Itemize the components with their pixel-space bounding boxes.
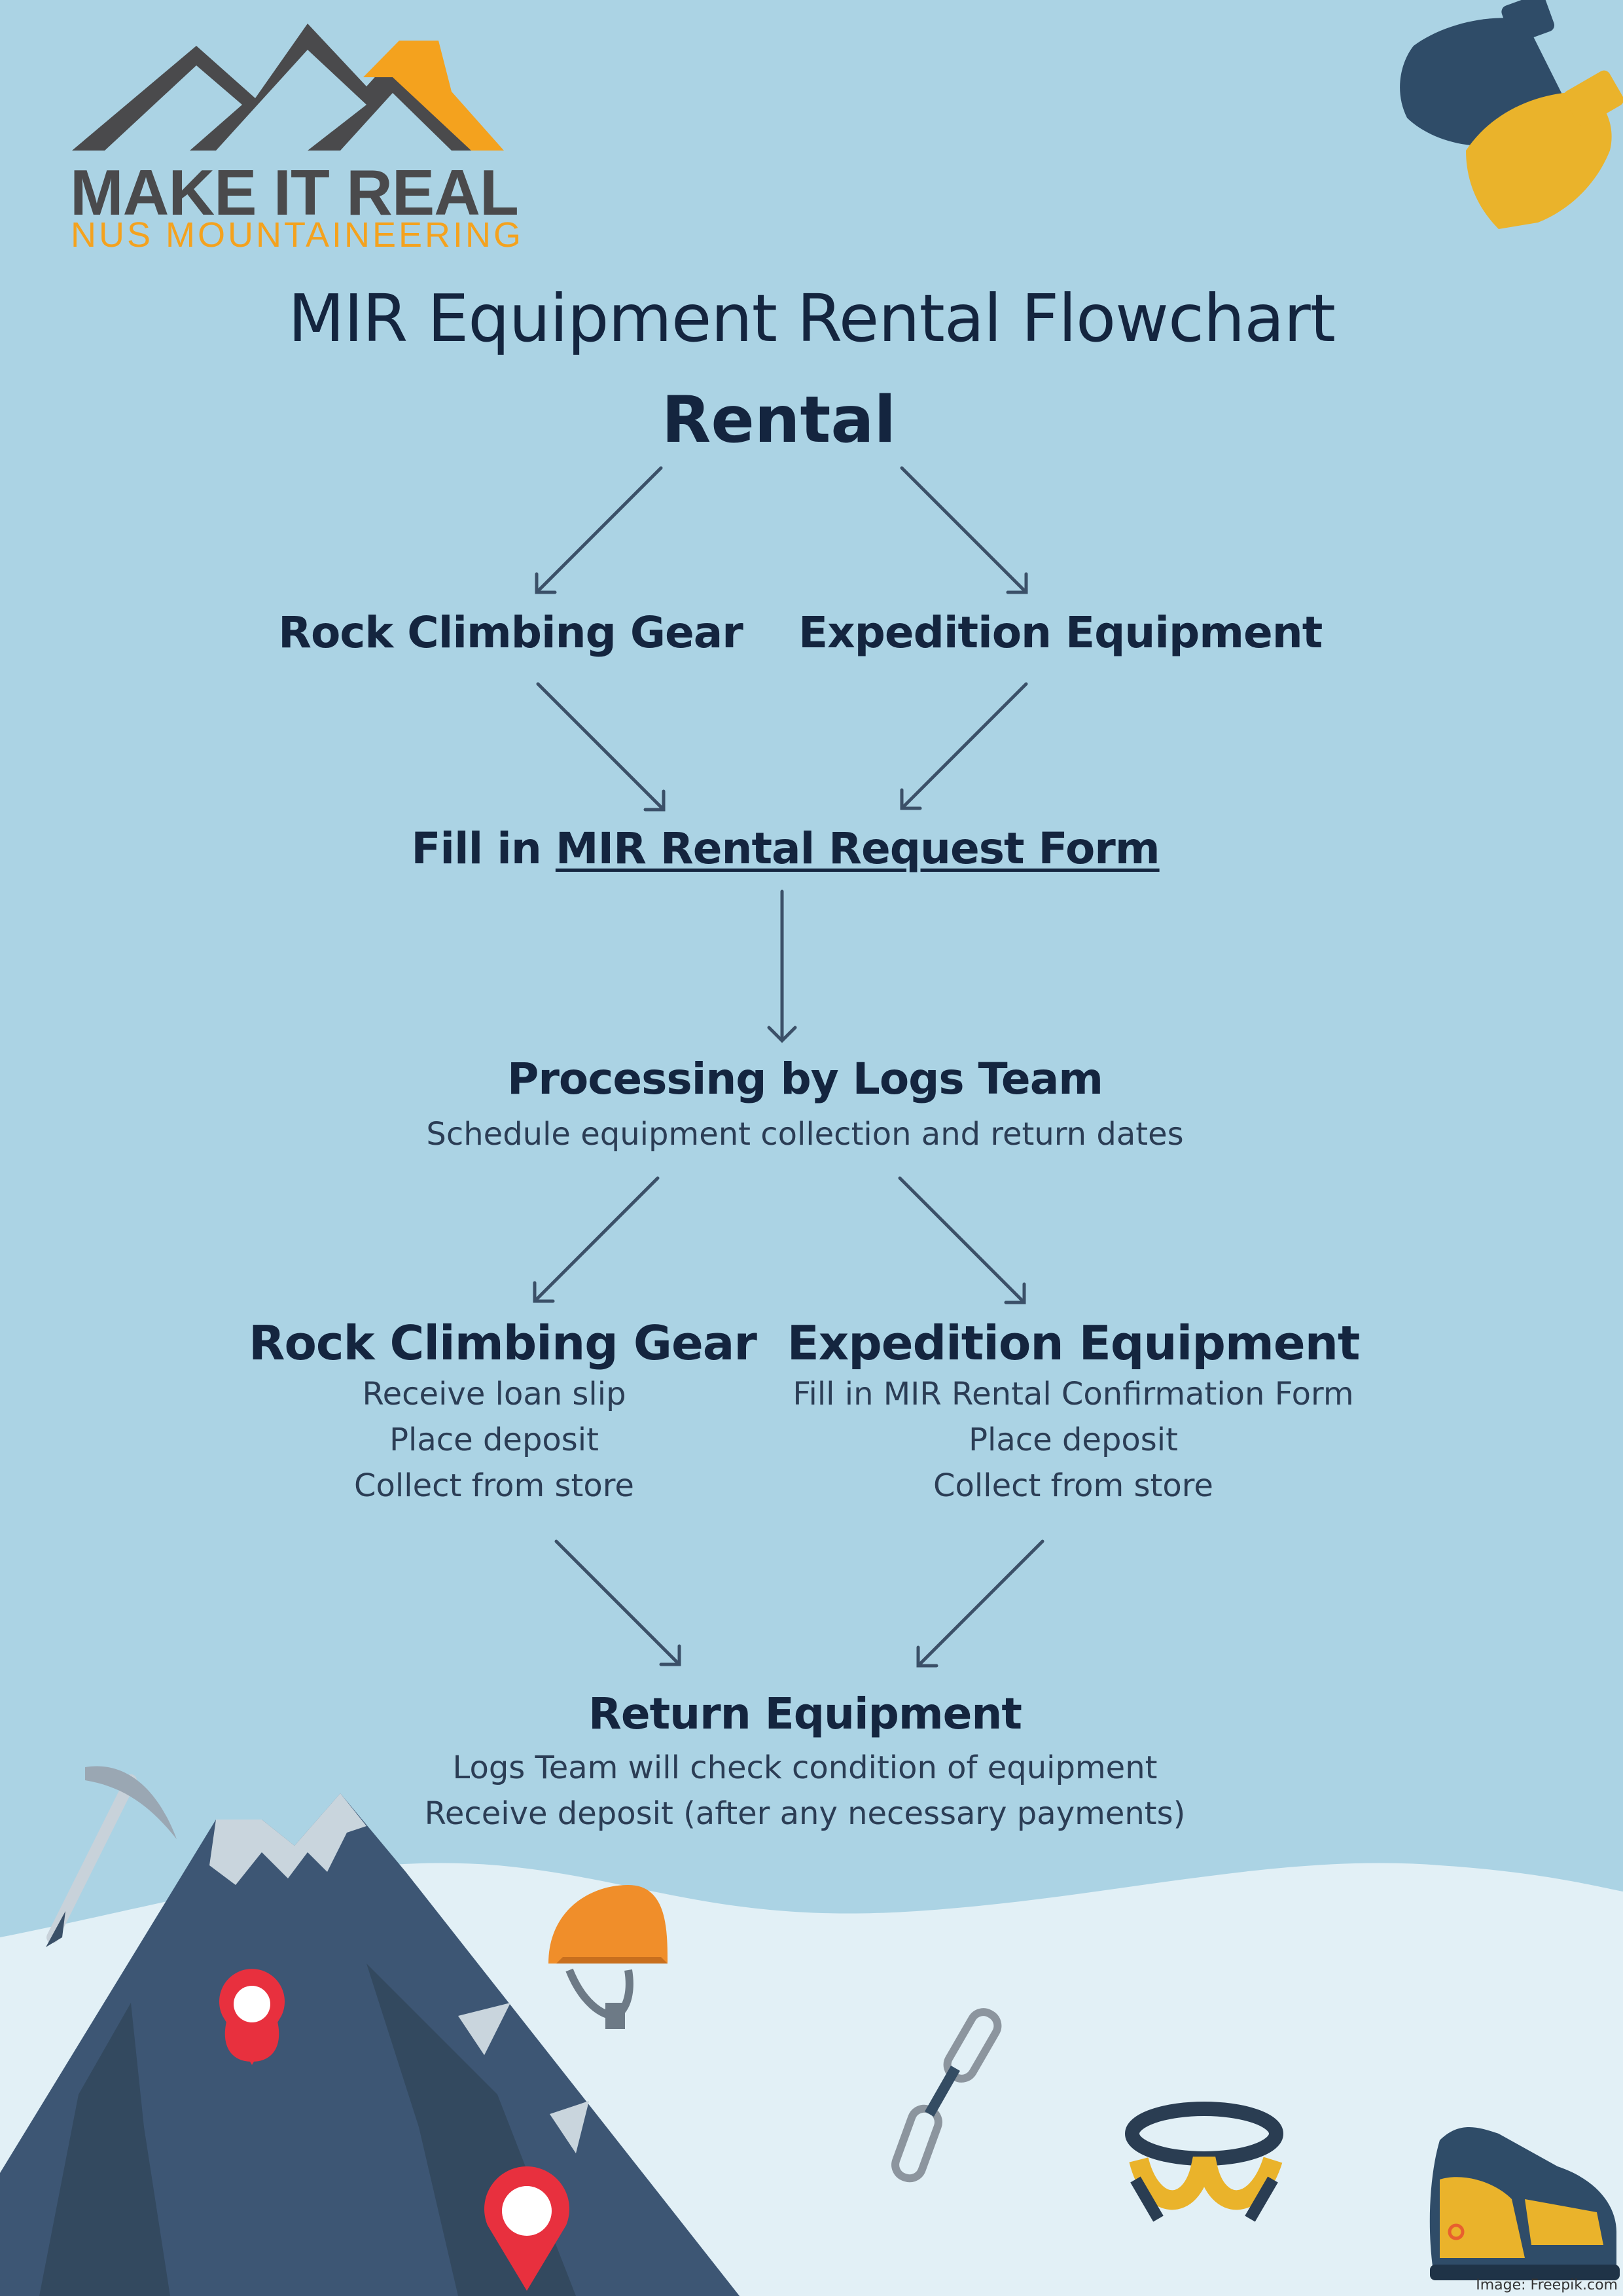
processing-line: Schedule equipment collection and return… — [426, 1116, 1184, 1153]
arrow-rental-to-rock — [535, 466, 663, 594]
arrow-rental-to-expedition — [900, 466, 1028, 594]
page-title: MIR Equipment Rental Flowchart — [288, 280, 1336, 357]
node-expedition-equipment-steps: Fill in MIR Rental Confirmation Form Pla… — [766, 1371, 1381, 1509]
node-rock-climbing-gear: Rock Climbing Gear — [278, 607, 743, 658]
logo-tagline: NUS MOUNTAINEERING — [71, 215, 524, 255]
carabiner-icon — [891, 2008, 1002, 2183]
node-rock-climbing-gear-steps-title: Rock Climbing Gear — [249, 1316, 757, 1371]
arrow-expedition-to-return — [916, 1539, 1044, 1668]
logo-wordmark: MAKE IT REAL — [70, 156, 519, 228]
arrow-processing-to-expedition — [898, 1176, 1026, 1304]
logo-mountains-icon — [72, 24, 504, 151]
ice-axe-icon — [46, 1766, 177, 1947]
node-rental-request-form: Fill in MIR Rental Request Form — [353, 823, 1217, 874]
return-line: Logs Team will check condition of equipm… — [452, 1749, 1158, 1786]
node-rock-climbing-gear-steps: Receive loan slip Place deposit Collect … — [281, 1371, 707, 1509]
rock-step-line: Collect from store — [354, 1467, 634, 1504]
image-credit: Image: Freepik.com — [1476, 2277, 1618, 2293]
map-pin-icon — [484, 2166, 569, 2291]
node-processing-details: Schedule equipment collection and return… — [360, 1111, 1250, 1157]
expedition-step-line: Place deposit — [969, 1422, 1178, 1458]
gloves-icon — [1400, 0, 1623, 229]
expedition-step-line: Collect from store — [933, 1467, 1213, 1504]
boot-icon — [1429, 2127, 1620, 2280]
form-prefix-text: Fill in — [411, 823, 542, 874]
arrow-rock-to-form — [536, 682, 666, 812]
harness-icon — [1125, 2102, 1283, 2222]
arrow-rock-to-return — [554, 1539, 681, 1666]
map-pin-icon — [219, 1969, 285, 2065]
arrow-form-to-processing — [767, 889, 797, 1043]
flow-start-rental: Rental — [661, 383, 897, 457]
flow-arrows — [533, 466, 1044, 1668]
rental-request-form-link[interactable]: MIR Rental Request Form — [555, 823, 1160, 874]
node-return-equipment-title: Return Equipment — [588, 1689, 1022, 1739]
rock-step-line: Receive loan slip — [362, 1376, 626, 1412]
node-return-equipment-details: Logs Team will check condition of equipm… — [380, 1745, 1230, 1837]
rock-step-line: Place deposit — [389, 1422, 599, 1458]
node-expedition-equipment-steps-title: Expedition Equipment — [787, 1316, 1361, 1371]
expedition-step-line: Fill in MIR Rental Confirmation Form — [793, 1376, 1354, 1412]
helmet-icon — [548, 1885, 668, 2029]
node-expedition-equipment: Expedition Equipment — [798, 607, 1323, 658]
node-processing-title: Processing by Logs Team — [507, 1054, 1103, 1104]
arrow-processing-to-rock — [533, 1176, 660, 1303]
arrow-expedition-to-form — [900, 682, 1028, 810]
return-line: Receive deposit (after any necessary pay… — [424, 1795, 1186, 1832]
